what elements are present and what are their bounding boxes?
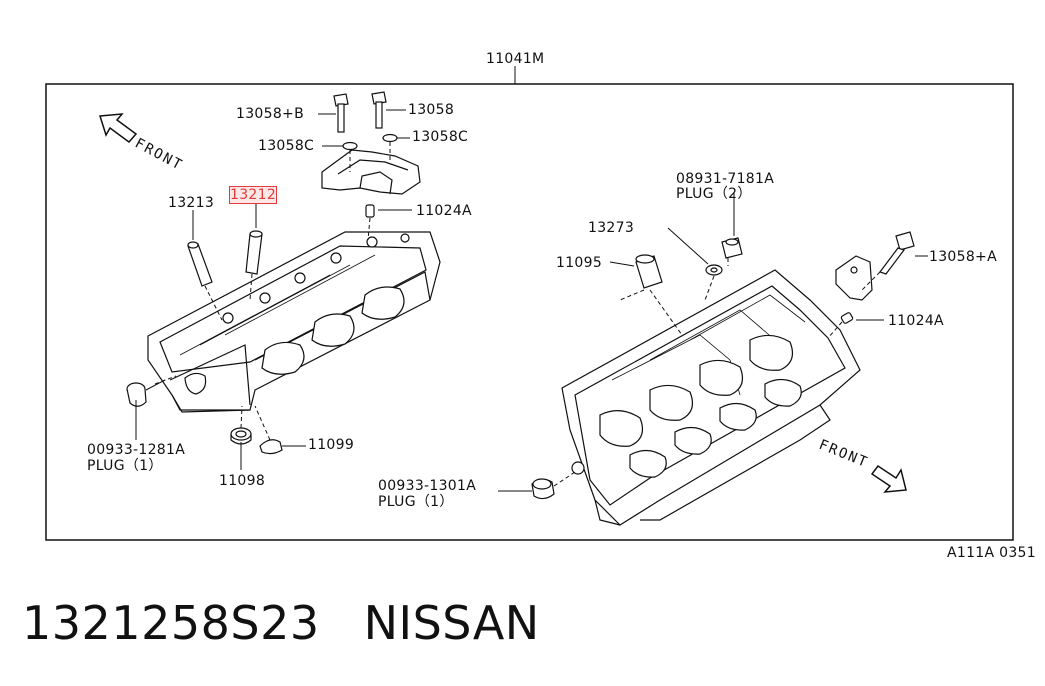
part-number: 1321258S23 — [22, 596, 320, 650]
callout-13058a[interactable]: 13058+A — [929, 249, 997, 265]
callout-13212-highlighted[interactable]: 13212 — [228, 186, 278, 204]
callout-00933-1281a[interactable]: 00933-1281A — [87, 442, 186, 458]
callout-13273[interactable]: 13273 — [588, 220, 635, 236]
plug-2-description: PLUG（2） — [676, 186, 752, 202]
plug-1-right-icon — [531, 478, 555, 500]
guide-13213-icon — [187, 241, 213, 287]
bracket-right-icon — [835, 255, 873, 301]
bolt-13058b-icon — [333, 93, 358, 151]
brand-name: NISSAN — [363, 596, 540, 650]
callout-11024a-left[interactable]: 11024A — [416, 203, 472, 219]
right-cylinder-head — [561, 269, 861, 526]
callout-08931-7181a[interactable]: 08931-7181A — [676, 171, 775, 187]
tube-11095-icon — [635, 254, 663, 289]
dowel-right-icon — [840, 312, 854, 324]
plug-1-left-icon — [126, 382, 147, 407]
leader-lines — [135, 109, 928, 492]
callout-11099[interactable]: 11099 — [308, 437, 355, 453]
bolt-13058-icon — [371, 91, 398, 143]
callout-11095[interactable]: 11095 — [556, 255, 603, 271]
plug-1-left-description: PLUG（1） — [87, 458, 163, 474]
callout-13058c-right[interactable]: 13058C — [412, 129, 469, 145]
front-arrow-left-icon — [99, 113, 138, 144]
part-caption: 1321258S23 NISSAN — [22, 596, 540, 650]
plug-2-icon — [721, 237, 743, 259]
seal-11099-icon — [259, 439, 283, 455]
front-label-right: FRONT — [817, 437, 871, 471]
callout-13213[interactable]: 13213 — [168, 195, 215, 211]
dowel-left-icon — [365, 204, 375, 218]
callout-11024a-right[interactable]: 11024A — [888, 313, 944, 329]
callout-13058[interactable]: 13058 — [408, 102, 455, 118]
callout-13058c-left[interactable]: 13058C — [258, 138, 315, 154]
left-cylinder-head — [147, 231, 441, 413]
seal-11098-icon — [230, 427, 252, 445]
callout-00933-1301a[interactable]: 00933-1301A — [378, 478, 477, 494]
callout-11098[interactable]: 11098 — [219, 473, 266, 489]
front-label-left: FRONT — [132, 135, 186, 174]
diagram-reference: A111A 0351 — [947, 545, 1036, 561]
guide-13212-icon — [245, 230, 263, 275]
diagram-frame — [45, 83, 1014, 541]
plug-1-right-description: PLUG（1） — [378, 494, 454, 510]
callout-13058b[interactable]: 13058+B — [236, 106, 304, 122]
seal-13273-icon — [705, 264, 723, 276]
cam-bracket — [321, 149, 421, 195]
group-code-label: 11041M — [486, 51, 545, 67]
front-arrow-right-icon — [870, 464, 907, 493]
bolt-13058a-icon — [879, 231, 915, 275]
